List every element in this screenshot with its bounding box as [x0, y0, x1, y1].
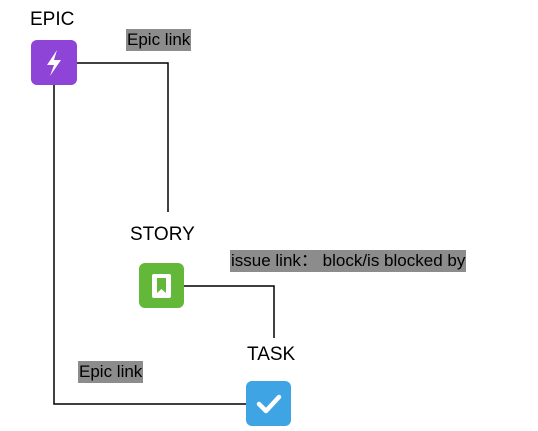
story-task-link-label: issue link： block/is blocked by — [230, 250, 467, 272]
lightning-icon — [47, 50, 61, 76]
epic-story-link-label: Epic link — [126, 29, 192, 51]
connector-epic-story — [77, 62, 169, 212]
task-title: TASK — [247, 344, 296, 365]
connector-epic-task — [53, 85, 246, 405]
epic-title: EPIC — [30, 9, 75, 30]
story-node[interactable] — [139, 263, 184, 308]
task-node[interactable] — [246, 381, 291, 426]
bookmark-icon — [152, 274, 171, 298]
epic-task-link-label: Epic link — [78, 361, 144, 383]
story-title: STORY — [130, 224, 195, 245]
connector-story-task — [184, 285, 275, 338]
checkmark-icon — [256, 394, 282, 414]
epic-node[interactable] — [31, 40, 77, 85]
